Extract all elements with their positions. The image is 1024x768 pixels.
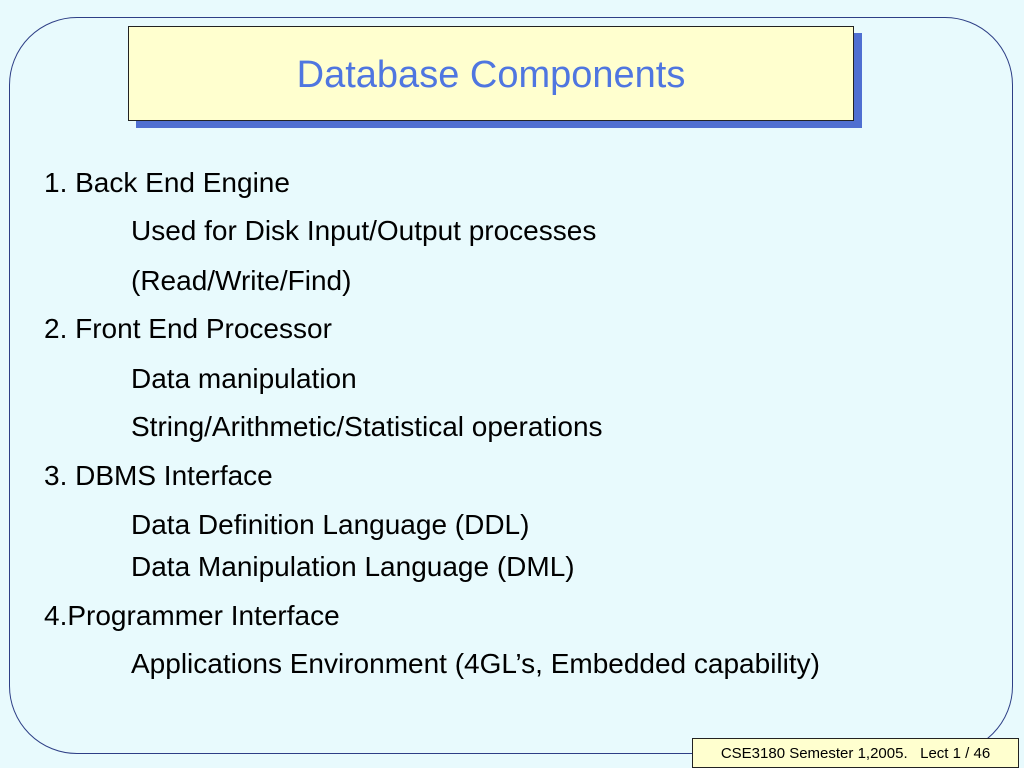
slide-footer: CSE3180 Semester 1,2005. Lect 1 / 46 (692, 738, 1019, 768)
list-item: Used for Disk Input/Output processes (131, 215, 597, 246)
slide-frame (9, 17, 1013, 754)
list-item: Data manipulation (131, 363, 357, 394)
list-item: 1. Back End Engine (44, 167, 290, 198)
list-item: (Read/Write/Find) (131, 265, 352, 296)
list-item: Applications Environment (4GL’s, Embedde… (131, 648, 820, 679)
list-item: 2. Front End Processor (44, 313, 332, 344)
list-item: 4.Programmer Interface (44, 600, 340, 631)
list-item: 3. DBMS Interface (44, 460, 273, 491)
list-item: Data Manipulation Language (DML) (131, 551, 575, 582)
slide-title: Database Components (296, 53, 686, 96)
list-item: String/Arithmetic/Statistical operations (131, 411, 603, 442)
list-item: Data Definition Language (DDL) (131, 509, 530, 540)
title-box: Database Components (128, 26, 854, 121)
footer-text: CSE3180 Semester 1,2005. Lect 1 / 46 (720, 744, 991, 762)
